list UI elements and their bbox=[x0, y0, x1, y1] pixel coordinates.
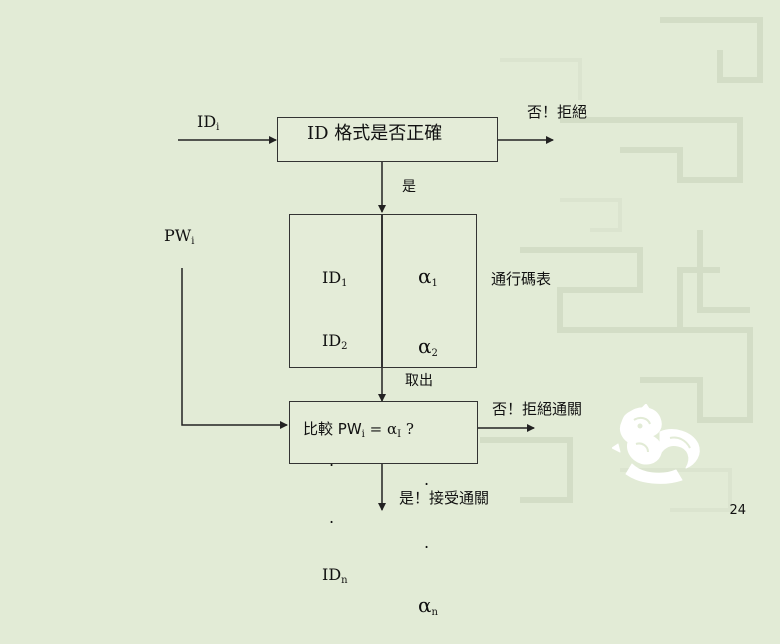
fetch-label: 取出 bbox=[405, 374, 433, 388]
input-pw-label: PWi bbox=[164, 228, 194, 247]
input-id-label: IDi bbox=[197, 114, 219, 133]
table-alpha-n: αn bbox=[418, 595, 438, 623]
table-alpha-dot-3: . bbox=[418, 532, 438, 553]
reject-label-1: 否！拒絕 bbox=[527, 105, 587, 120]
id-format-check-label: ID 格式是否正確 bbox=[307, 125, 442, 143]
table-id-n: IDn bbox=[322, 565, 348, 590]
reject-label-2: 否！拒絕通關 bbox=[492, 402, 582, 417]
password-table-divider bbox=[381, 214, 383, 368]
arrow-pw-path bbox=[182, 268, 287, 425]
table-id-1: ID1 bbox=[322, 268, 348, 293]
table-alpha-dot-2: . bbox=[418, 469, 438, 490]
password-table-box bbox=[289, 214, 477, 368]
table-id-2: ID2 bbox=[322, 331, 348, 356]
accept-label: 是！接受通關 bbox=[399, 491, 489, 506]
compare-suffix: ? bbox=[401, 420, 414, 438]
compare-label: 比較 PWi = αI ? bbox=[303, 422, 414, 440]
compare-mid: = α bbox=[365, 420, 397, 438]
table-alpha-1: α1 bbox=[418, 266, 438, 294]
page-number: 24 bbox=[729, 503, 746, 518]
dragon-logo-icon bbox=[612, 404, 704, 486]
compare-prefix: 比較 PW bbox=[303, 420, 362, 438]
table-label: 通行碼表 bbox=[491, 272, 551, 287]
table-alpha-2: α2 bbox=[418, 336, 438, 364]
table-id-dot-3: . bbox=[322, 508, 348, 527]
yes-label: 是 bbox=[402, 180, 416, 194]
